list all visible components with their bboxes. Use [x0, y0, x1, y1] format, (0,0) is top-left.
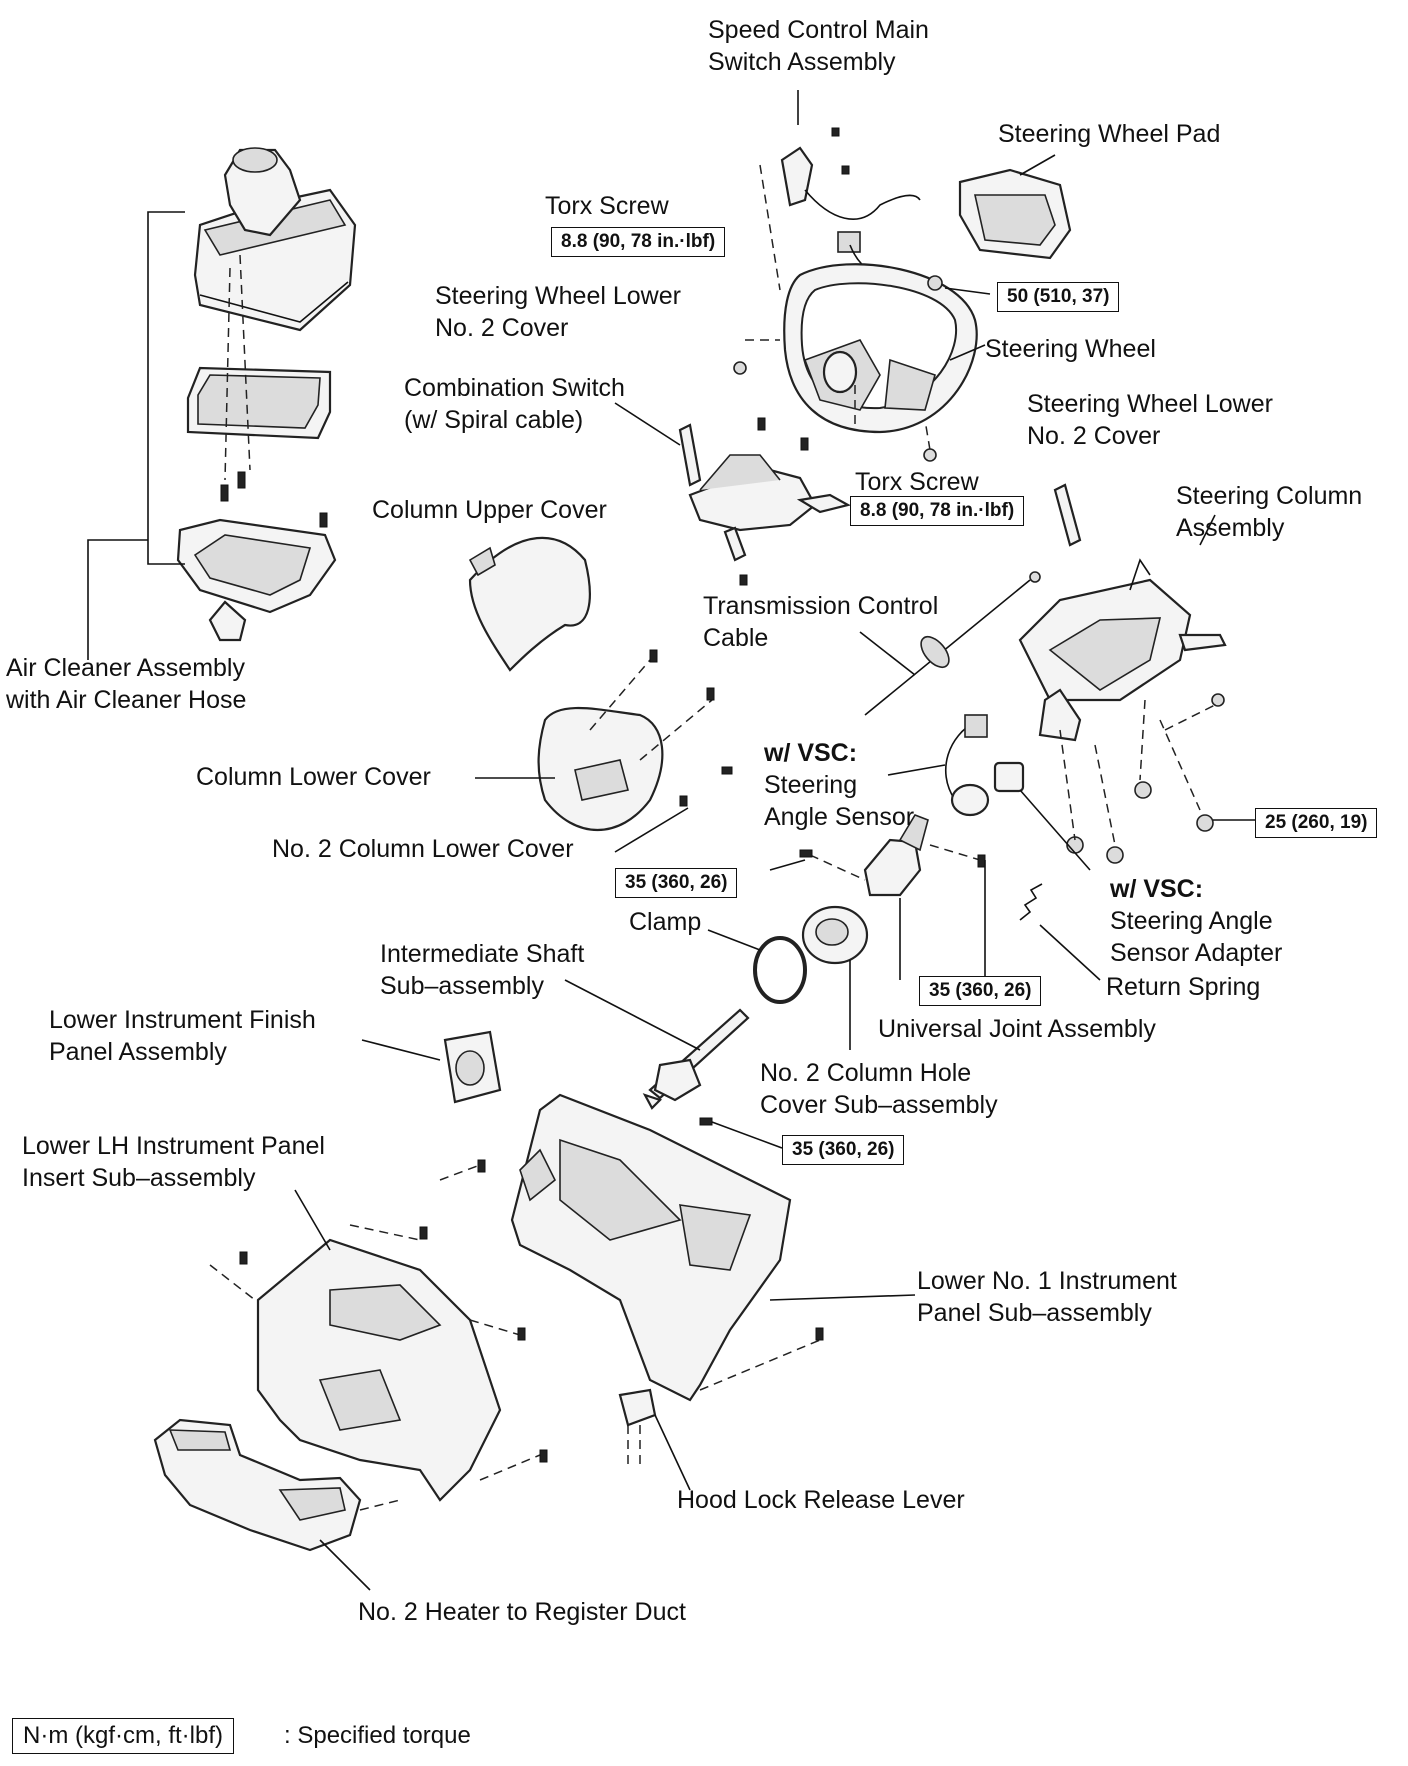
steering-column-assembly — [1018, 483, 1227, 864]
label-steering-wheel-pad: Steering Wheel Pad — [998, 120, 1221, 148]
steering-angle-sensor-adapter — [993, 761, 1025, 793]
air-cleaner-cap — [193, 147, 357, 332]
speed-control-switch — [780, 127, 921, 275]
label-hood-lock-release-lever: Hood Lock Release Lever — [677, 1486, 965, 1514]
torque-box-steering-column: 25 (260, 19) — [1255, 808, 1378, 838]
return-spring — [1019, 883, 1043, 921]
label-return-spring: Return Spring — [1106, 973, 1261, 1001]
label-clamp: Clamp — [629, 908, 702, 936]
heater-duct — [153, 1418, 362, 1552]
torque-box-ujoint-left: 35 (360, 26) — [615, 868, 738, 898]
column-hole-cover — [801, 905, 869, 965]
steering-wheel-pad — [958, 168, 1072, 260]
combination-switch — [678, 417, 851, 586]
lower-instrument-finish-panel — [443, 1030, 502, 1104]
torque-box-steering-wheel-nut: 50 (510, 37) — [997, 282, 1120, 312]
air-cleaner-case — [176, 518, 337, 642]
label-column-lower-cover: Column Lower Cover — [196, 763, 431, 791]
steering-wheel — [783, 263, 978, 434]
air-cleaner-bracket-line — [87, 211, 185, 660]
transmission-control-cable — [864, 571, 1041, 716]
hood-lock-release-lever — [618, 1388, 657, 1470]
label-steering-wheel: Steering Wheel — [985, 335, 1156, 363]
steering-angle-sensor — [945, 714, 990, 817]
label-no2-column-lower-cover: No. 2 Column Lower Cover — [272, 835, 574, 863]
clamp — [753, 936, 807, 1004]
lower-no1-instrument-panel — [510, 1093, 792, 1402]
air-filter-element — [186, 366, 332, 440]
label-no2-heater-to-register-duct: No. 2 Heater to Register Duct — [358, 1598, 686, 1626]
torque-box-ujoint-right: 35 (360, 26) — [919, 976, 1042, 1006]
column-lower-cover — [537, 706, 664, 831]
torque-box-torx-upper: 8.8 (90, 78 in.·lbf) — [551, 227, 726, 257]
label-torx-screw-upper: Torx Screw — [545, 192, 669, 220]
universal-joint-assembly — [863, 814, 929, 897]
torque-box-torx-lower: 8.8 (90, 78 in.·lbf) — [850, 496, 1025, 526]
label-torx-screw-lower: Torx Screw — [855, 468, 979, 496]
label-universal-joint-assembly: Universal Joint Assembly — [878, 1015, 1156, 1043]
torque-box-intermediate-shaft: 35 (360, 26) — [782, 1135, 905, 1165]
legend-torque-unit-box: N·m (kgf·cm, ft·lbf) — [12, 1718, 234, 1754]
lower-lh-instrument-panel-insert — [256, 1238, 502, 1502]
label-combination-switch: Combination Switch(w/ Spiral cable) — [404, 374, 625, 434]
intermediate-shaft — [642, 1008, 750, 1110]
column-upper-cover — [468, 536, 591, 672]
legend-specified-torque: : Specified torque — [284, 1722, 471, 1749]
label-column-upper-cover: Column Upper Cover — [372, 496, 607, 524]
